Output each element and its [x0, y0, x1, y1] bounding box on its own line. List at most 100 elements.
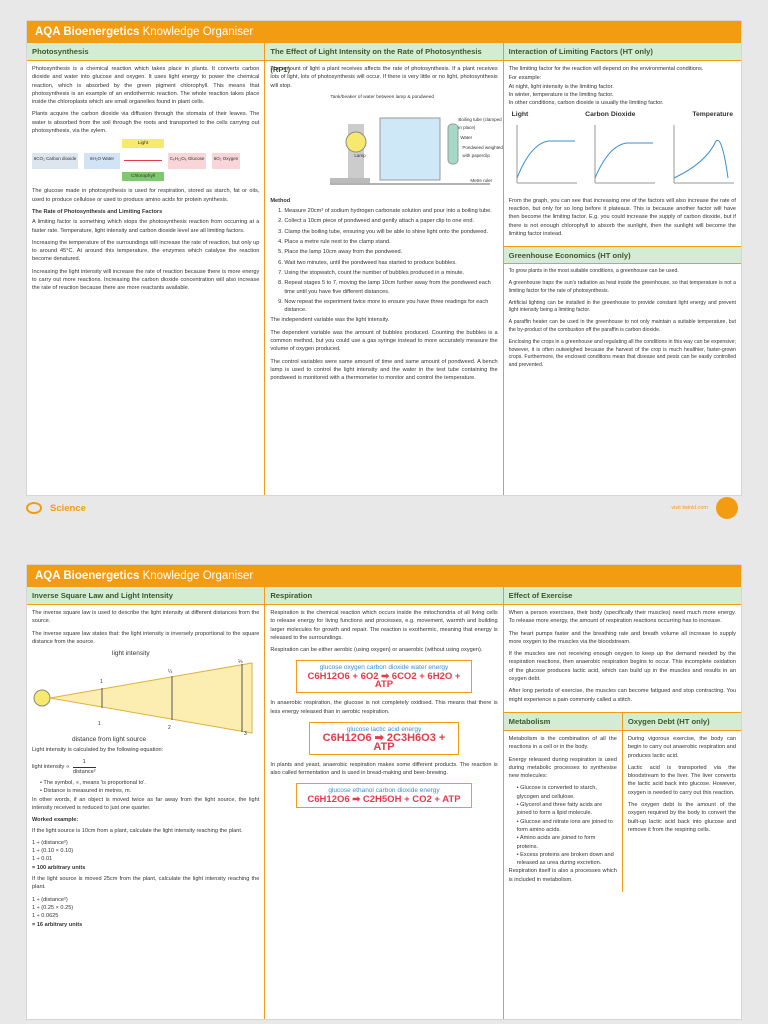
diagram-label: Lamp — [354, 152, 366, 158]
paragraph: The heart pumps faster and the breathing… — [508, 630, 736, 645]
calc-line: 1 ÷ 0.01 — [32, 856, 53, 863]
paragraph: The inverse square law states that: the … — [32, 630, 260, 645]
formula-denominator: distance² — [72, 766, 96, 775]
paragraph: Respiration itself is also a processes w… — [508, 868, 617, 883]
diagram-label: distance from light source — [72, 736, 147, 744]
subject-label: Science — [50, 502, 86, 514]
chlorophyll-label: Chlorophyll — [122, 172, 164, 182]
calc-result: = 100 arbitrary units — [32, 864, 86, 871]
list-item: Wait two minutes, until the pondweed has… — [284, 259, 497, 267]
section-header: Oxygen Debt (HT only) — [622, 712, 741, 731]
list-item: Glucose is converted to starch, glycogen… — [517, 784, 617, 801]
equation-words: glucose ethanol carbon dioxide energy — [328, 787, 440, 795]
formula: light intensity ∝ 1 distance² — [32, 758, 259, 776]
calc-line: 1 ÷ (0.25 × 0.25) — [32, 904, 74, 911]
subheading: The Rate of Photosynthesis and Limiting … — [32, 208, 163, 215]
paragraph: If the light source is moved 25cm from t… — [32, 876, 260, 891]
paragraph: Respiration is the chemical reaction whi… — [270, 610, 498, 641]
photosynthesis-equation-diagram: Light 6CO₂ Carbon dioxide 6H₂O Water C₆H… — [32, 139, 259, 183]
inverse-square-diagram: light intensity 1 ¼ ⅑ 1 2 3 distance fro… — [32, 650, 259, 746]
paragraph: Respiration can be either aerobic (using… — [270, 647, 483, 654]
inverse-square-column: Inverse Square Law and Light Intensity T… — [27, 587, 266, 1019]
diagram-label: Boiling tube (clamped in place) — [458, 116, 502, 131]
formula-label: light intensity ∝ — [32, 764, 70, 771]
list-item: Now repeat the experiment twice more to … — [284, 298, 497, 315]
paragraph: Increasing the light intensity will incr… — [32, 268, 260, 292]
equation-words: glucose lactic acid energy — [346, 725, 422, 733]
fermentation-equation: glucose ethanol carbon dioxide energy C6… — [295, 783, 472, 809]
list-item: Distance is measured in metres, m. — [40, 787, 259, 795]
distance-label: 3 — [244, 731, 247, 738]
paragraph: The inverse square law is used to descri… — [32, 610, 260, 625]
diagram-label: light intensity — [112, 650, 150, 658]
section-header: Inverse Square Law and Light Intensity — [27, 587, 265, 605]
water-box: 6H₂O Water — [84, 153, 120, 170]
diagram-label: Pondweed weighted with paperclip — [462, 144, 503, 159]
list-item: Glycerol and three fatty acids are joine… — [517, 801, 617, 818]
text-line: In winter, temperature is the limiting f… — [508, 91, 614, 98]
text-line: For example: — [508, 75, 542, 82]
paragraph: The limiting factor for the reaction wil… — [508, 66, 704, 72]
subheading: Worked example: — [32, 817, 79, 824]
paragraph: Enclosing the crops in a greenhouse and … — [508, 338, 736, 369]
method-steps: Measure 20cm³ of sodium hydrogen carbona… — [270, 207, 497, 314]
list-item: Collect a 10cm piece of pondweed and gen… — [284, 217, 497, 225]
fraction-label: ⅑ — [238, 659, 243, 666]
paragraph: During vigorous exercise, the body can b… — [627, 735, 736, 759]
footer-link[interactable]: visit twinkl.com — [671, 505, 708, 511]
paragraph: In plants and yeast, anaerobic respirati… — [270, 761, 498, 777]
paragraph: When a person exercises, their body (spe… — [508, 610, 736, 625]
paragraph: Energy released during respiration is us… — [508, 756, 617, 780]
paragraph: Artificial lighting can be installed in … — [508, 299, 736, 314]
formula-numerator: 1 — [82, 759, 86, 766]
light-label: Light — [122, 139, 164, 149]
paragraph: Lactic acid is transported via the blood… — [627, 764, 736, 796]
paragraph: If the light source is 10cm from a plant… — [32, 827, 243, 834]
chart-title-temperature: Temperature — [692, 111, 733, 119]
equation-formula: C6H12O6 ➡ C2H5OH + CO2 + ATP — [307, 793, 461, 805]
list-item: Repeat stages 5 to 7, moving the lamp 10… — [284, 279, 497, 296]
twinkl-logo-icon — [716, 497, 738, 519]
distance-label: 2 — [168, 725, 171, 732]
light-graph — [516, 124, 577, 184]
section-header: Metabolism — [503, 712, 622, 731]
page-footer: Science visit twinkl.com — [26, 496, 742, 520]
list-item: Place the lamp 10cm away from the pondwe… — [284, 248, 497, 256]
rp1-column: The Effect of Light Intensity on the Rat… — [265, 43, 504, 495]
fraction-label: 1 — [100, 679, 103, 686]
list-item: Amino acids are joined to form proteins. — [517, 834, 617, 851]
list-item: Measure 20cm³ of sodium hydrogen carbona… — [284, 207, 497, 215]
page-two-banner: AQA Bioenergetics Knowledge Organiser — [27, 565, 741, 587]
banner-title: AQA Bioenergetics — [35, 570, 140, 582]
paragraph: Plants acquire the carbon dioxide via di… — [32, 111, 260, 135]
photosynthesis-column: Photosynthesis Photosynthesis is a chemi… — [27, 43, 266, 495]
banner-subtitle: Knowledge Organiser — [142, 26, 254, 38]
glucose-box: C₆H₁₂O₆ Glucose — [168, 153, 206, 170]
arrow-line — [124, 160, 162, 162]
page-one: AQA Bioenergetics Knowledge Organiser Ph… — [26, 20, 742, 496]
paragraph: Light intensity is calculated by the fol… — [32, 747, 164, 754]
limiting-factors-column: Interaction of Limiting Factors (HT only… — [503, 43, 741, 495]
list-item: Excess proteins are broken down and rele… — [517, 851, 617, 868]
calc-line: 1 ÷ (distance²) — [32, 839, 68, 846]
paragraph: From the graph, you can see that increas… — [508, 197, 736, 237]
calc-line: 1 ÷ (distance²) — [32, 896, 68, 903]
section-header: Interaction of Limiting Factors (HT only… — [503, 43, 741, 61]
diagram-label: Water — [460, 134, 473, 140]
page-one-banner: AQA Bioenergetics Knowledge Organiser — [27, 21, 741, 43]
diagram-label: Metre ruler — [470, 177, 493, 183]
text-line: At night, light intensity is the limitin… — [508, 83, 614, 90]
anaerobic-equation: glucose lactic acid energy C6H12O6 ➡ 2C3… — [308, 721, 459, 755]
calc-line: 1 ÷ (0.10 × 0.10) — [32, 848, 74, 855]
list-item: Place a metre rule next to the clamp sta… — [284, 238, 497, 246]
method-heading: Method — [270, 197, 291, 204]
banner-title: AQA Bioenergetics — [35, 26, 140, 38]
paragraph: After long periods of exercise, the musc… — [508, 688, 736, 703]
exercise-column: Effect of Exercise When a person exercis… — [503, 587, 741, 1019]
fraction-label: ¼ — [168, 669, 173, 676]
list-item: Using the stopwatch, count the number of… — [284, 269, 497, 277]
list-item: Clamp the boiling tube, ensuring you wil… — [284, 228, 497, 236]
section-header: Effect of Exercise — [503, 587, 741, 605]
paragraph: A paraffin heater can be used in the gre… — [508, 319, 736, 334]
paragraph: The independent variable was the light i… — [270, 317, 390, 324]
